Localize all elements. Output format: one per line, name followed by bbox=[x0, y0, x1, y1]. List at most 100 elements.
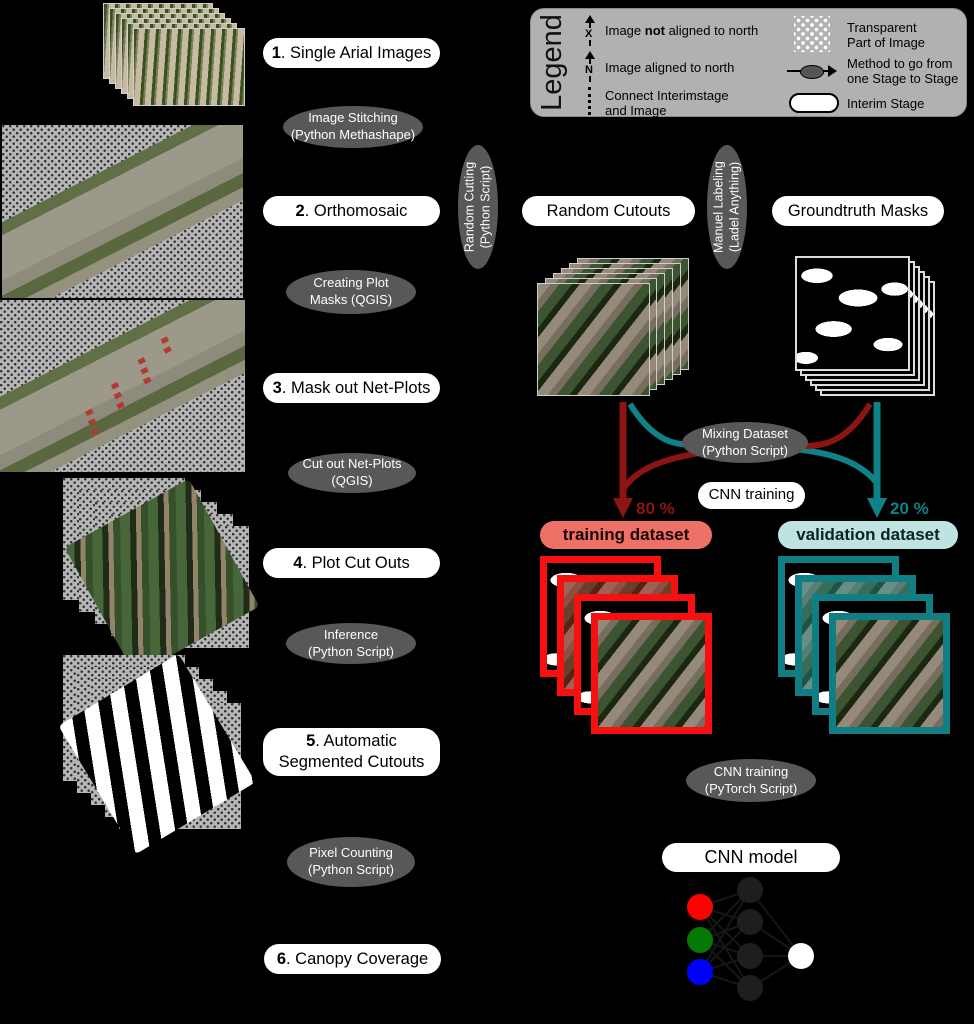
plot-mask-mark bbox=[113, 391, 123, 400]
stage-label: 5. Automatic Segmented Cutouts bbox=[278, 732, 425, 771]
interim-label: CNN model bbox=[704, 847, 798, 868]
arrow-up-icon bbox=[585, 15, 595, 23]
masked-orthomosaic-image bbox=[0, 300, 245, 472]
legend-item-transparent: Transparent Part of Image bbox=[847, 20, 926, 50]
method-label-line1: Inference bbox=[323, 626, 379, 642]
method-label-line1: Creating Plot bbox=[313, 275, 389, 291]
compass-north-icon: N bbox=[583, 51, 599, 83]
method-label-line2: Masks (QGIS) bbox=[309, 292, 393, 307]
method-label-line1: Cut out Net-Plots bbox=[302, 456, 402, 472]
interim-label: Groundtruth Masks bbox=[787, 201, 929, 220]
compass-letter: X bbox=[584, 28, 594, 40]
hidden-node bbox=[737, 943, 763, 969]
legend-item-connect: Connect Interimstage and Image bbox=[605, 88, 729, 118]
method-image-stitching: Image Stitching (Python Methashape) bbox=[283, 106, 423, 148]
method-label: Random Cutting (Python Script) bbox=[462, 161, 492, 253]
method-cut-out-net-plots: Cut out Net-Plots (QGIS) bbox=[288, 453, 416, 493]
method-label-line1: Mixing Dataset bbox=[702, 425, 788, 441]
method-label-line2: (Python Methashape) bbox=[290, 127, 416, 142]
method-arrow-icon bbox=[787, 63, 837, 79]
training-dataset-stack bbox=[540, 556, 715, 736]
interim-stage-icon bbox=[789, 93, 839, 113]
method-label-line2: (Python Script) bbox=[308, 862, 394, 877]
validation-dataset-label: validation dataset bbox=[796, 525, 940, 544]
legend-title: Legend bbox=[535, 14, 568, 111]
plot-mask-mark bbox=[85, 408, 94, 417]
interim-cnn-model: CNN model bbox=[662, 843, 840, 872]
stage-label: 1. Single Arial Images bbox=[271, 43, 432, 62]
method-label-line2: (Python Script) bbox=[308, 643, 394, 659]
aerial-images-stack bbox=[103, 3, 248, 106]
field-strip bbox=[2, 125, 243, 298]
groundtruth-masks-stack bbox=[795, 256, 940, 401]
input-node-blue bbox=[687, 959, 713, 985]
training-percent-label: 80 % bbox=[636, 499, 675, 518]
plot-mask-mark bbox=[142, 376, 152, 385]
legend-item-not-aligned: Image not aligned to north bbox=[605, 23, 759, 38]
output-node bbox=[788, 943, 814, 969]
method-manuel-labeling: Manuel Labeling (Ladel Anything) bbox=[707, 145, 747, 269]
method-inference: Inference (Python Script) bbox=[286, 623, 416, 664]
training-photo-image bbox=[591, 613, 712, 734]
stage-label: 6. Canopy Coverage bbox=[276, 949, 429, 968]
method-mixing-dataset: Mixing Dataset (Python Script) bbox=[682, 422, 808, 463]
plot-mask-mark bbox=[140, 366, 149, 375]
method-cnn-training-pytorch: CNN training (PyTorch Script) bbox=[686, 759, 816, 802]
input-node-red bbox=[687, 894, 713, 920]
method-label-line2: (PyTorch Script) bbox=[704, 780, 798, 796]
method-creating-plot-masks: Creating Plot Masks (QGIS) bbox=[286, 270, 416, 314]
method-label: Manuel Labeling (Ladel Anything) bbox=[711, 161, 741, 253]
validation-dataset-stack bbox=[778, 556, 953, 736]
interim-random-cutouts: Random Cutouts bbox=[522, 196, 695, 226]
stage-label: 2. Orthomosaic bbox=[295, 201, 408, 220]
training-dataset-pill: training dataset bbox=[540, 521, 712, 549]
ellipse bbox=[800, 65, 824, 79]
aerial-image bbox=[133, 28, 245, 106]
validation-photo-image bbox=[829, 613, 950, 734]
stage-6-canopy-coverage: 6. Canopy Coverage bbox=[264, 944, 441, 974]
legend-item-aligned: Image aligned to north bbox=[605, 60, 735, 75]
interim-groundtruth-masks: Groundtruth Masks bbox=[772, 196, 944, 226]
method-label-line1: Pixel Counting bbox=[309, 845, 393, 861]
training-dataset-label: training dataset bbox=[562, 525, 690, 544]
stage-1-single-aerial-images: 1. Single Arial Images bbox=[263, 38, 440, 68]
stage-4-plot-cut-outs: 4. Plot Cut Outs bbox=[263, 548, 440, 578]
compass-letter: N bbox=[584, 64, 594, 76]
plot-mask-mark bbox=[116, 401, 125, 410]
teal-arrowhead bbox=[867, 498, 887, 518]
random-cutouts-stack bbox=[537, 258, 690, 398]
interim-cnn-training: CNN training bbox=[698, 482, 805, 509]
interim-label: CNN training bbox=[708, 486, 795, 504]
plot-mask-mark bbox=[160, 336, 170, 344]
method-pixel-counting: Pixel Counting (Python Script) bbox=[287, 837, 415, 887]
cutout-photo bbox=[537, 283, 650, 396]
validation-percent-label: 20 % bbox=[890, 499, 929, 518]
plot-mask-mark bbox=[87, 418, 97, 426]
arrow-up-icon bbox=[585, 51, 595, 59]
compass-not-north-icon: X bbox=[583, 15, 599, 47]
stage-label: 3. Mask out Net-Plots bbox=[272, 378, 431, 397]
segmented-cutouts-stack bbox=[58, 653, 256, 855]
orthomosaic-image bbox=[2, 125, 243, 298]
method-label-line2: (QGIS) bbox=[331, 473, 373, 488]
field-strip-with-plot-masks bbox=[0, 300, 245, 472]
arrowhead bbox=[828, 65, 837, 77]
dotted-connector-icon bbox=[588, 87, 591, 115]
validation-dataset-pill: validation dataset bbox=[778, 521, 958, 549]
interim-label: Random Cutouts bbox=[546, 201, 671, 220]
method-label-line1: Image Stitching bbox=[308, 110, 398, 126]
plot-mask-mark bbox=[110, 381, 120, 390]
stage-3-mask-out-net-plots: 3. Mask out Net-Plots bbox=[263, 373, 440, 403]
hidden-node bbox=[737, 975, 763, 1001]
legend-item-method: Method to go from one Stage to Stage bbox=[847, 56, 959, 86]
network-connections bbox=[699, 889, 802, 989]
plot-mask-mark bbox=[137, 357, 146, 365]
red-arrowhead bbox=[613, 498, 633, 518]
legend-item-interim: Interim Stage bbox=[847, 96, 925, 111]
plot-mask-mark bbox=[163, 346, 172, 354]
stage-2-orthomosaic: 2. Orthomosaic bbox=[263, 196, 440, 226]
transparent-pattern-icon bbox=[794, 16, 830, 52]
legend-box: Legend X Image not aligned to north N Im… bbox=[530, 8, 967, 117]
method-random-cutting: Random Cutting (Python Script) bbox=[458, 145, 498, 269]
